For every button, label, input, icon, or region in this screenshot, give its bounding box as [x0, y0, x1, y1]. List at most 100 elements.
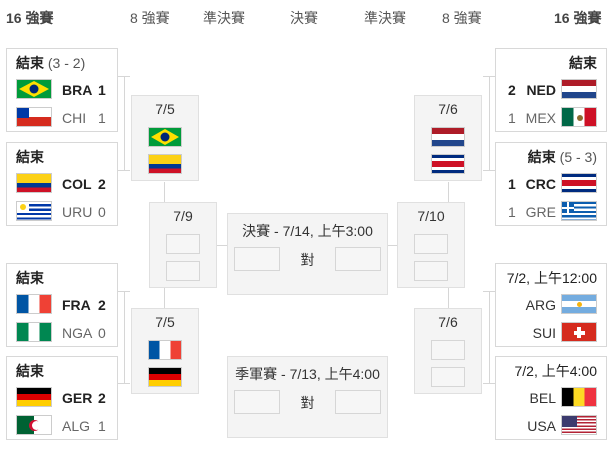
match-status: 結束 [16, 363, 44, 379]
versus-label: 對 [300, 395, 315, 411]
connector-line [448, 182, 449, 202]
team-score: 1 [98, 82, 106, 98]
empty-team-slot [234, 390, 280, 414]
usa-flag-icon [561, 415, 597, 435]
team-code: FRA [62, 297, 91, 313]
team-score: 2 [98, 390, 106, 406]
connector-line [124, 291, 125, 384]
match-datetime: 7/2, 上午4:00 [514, 363, 598, 379]
quarterfinal-card-right-bottom[interactable]: 7/6 [414, 308, 482, 394]
mexico-flag-icon [561, 107, 597, 127]
semifinal-card-right[interactable]: 7/10 [397, 202, 465, 288]
team-code: COL [62, 176, 92, 192]
match-status: 結束 [569, 55, 597, 71]
team-code: CHI [62, 110, 87, 126]
match-datetime: 7/2, 上午12:00 [506, 270, 597, 286]
match-card-crc-gre[interactable]: 結束 (5 - 3) 1 CRC 1 GRE [495, 142, 607, 226]
team-code: GRE [525, 204, 556, 220]
match-card-ned-mex[interactable]: 結束 2 NED 1 MEX [495, 48, 607, 132]
match-date: 7/6 [438, 314, 458, 330]
team-row: 1 GRE [496, 201, 606, 225]
brazil-flag-icon [148, 127, 182, 147]
quarterfinal-card-left-bottom[interactable]: 7/5 [131, 308, 199, 394]
team-row: GER 2 [7, 387, 117, 411]
match-date: 7/9 [173, 208, 193, 224]
header-semifinal-left: 準決賽 [203, 10, 245, 26]
quarterfinal-card-right-top[interactable]: 7/6 [414, 95, 482, 181]
match-card-col-uru[interactable]: 結束 COL 2 URU 0 [6, 142, 118, 226]
team-score: 2 [98, 176, 106, 192]
team-row: 1 CRC [496, 173, 606, 197]
header-quarterfinal-right: 8 強賽 [442, 10, 482, 26]
match-card-bra-chi[interactable]: 結束 (3 - 2) BRA 1 CHI 1 [6, 48, 118, 132]
team-code: BRA [62, 82, 93, 98]
versus-label: 對 [300, 252, 315, 268]
final-card[interactable]: 決賽 - 7/14, 上午3:00 對 [227, 213, 388, 295]
team-score: 1 [508, 204, 516, 220]
quarterfinal-card-left-top[interactable]: 7/5 [131, 95, 199, 181]
team-score: 1 [98, 110, 106, 126]
header-round-of-16-left: 16 強賽 [6, 10, 54, 26]
connector-line [164, 182, 165, 202]
match-status: 結束 [16, 149, 44, 165]
match-card-bel-usa[interactable]: 7/2, 上午4:00 BEL USA [495, 356, 607, 440]
team-row: CHI 1 [7, 107, 117, 131]
match-card-ger-alg[interactable]: 結束 GER 2 ALG 1 [6, 356, 118, 440]
team-code: CRC [525, 176, 556, 192]
final-title: 決賽 - 7/14, 上午3:00 [242, 223, 373, 239]
team-row: BEL [496, 387, 606, 411]
empty-team-slot [166, 261, 200, 281]
colombia-flag-icon [148, 154, 182, 174]
empty-team-slot [414, 261, 448, 281]
match-status: 結束 (3 - 2) [16, 55, 86, 71]
semifinal-card-left[interactable]: 7/9 [149, 202, 217, 288]
team-score: 1 [508, 110, 516, 126]
third-place-title: 季軍賽 - 7/13, 上午4:00 [235, 366, 380, 382]
team-code: USA [527, 418, 556, 434]
costa-rica-flag-icon [431, 154, 465, 174]
empty-team-slot [431, 367, 465, 387]
connector-line [489, 291, 490, 384]
switzerland-flag-icon [561, 322, 597, 342]
third-place-card[interactable]: 季軍賽 - 7/13, 上午4:00 對 [227, 356, 388, 438]
argentina-flag-icon [561, 294, 597, 314]
match-date: 7/5 [155, 101, 175, 117]
match-date: 7/10 [417, 208, 445, 224]
team-code: BEL [529, 390, 556, 406]
team-row: ALG 1 [7, 415, 117, 439]
connector-line [216, 245, 227, 246]
team-row: URU 0 [7, 201, 117, 225]
france-flag-icon [148, 340, 182, 360]
match-status: 結束 (5 - 3) [527, 149, 597, 165]
team-code: ARG [525, 297, 556, 313]
team-row: COL 2 [7, 173, 117, 197]
costa-rica-flag-icon [561, 173, 597, 193]
connector-line [388, 245, 399, 246]
match-date: 7/6 [438, 101, 458, 117]
team-code: SUI [532, 325, 556, 341]
team-row: FRA 2 [7, 294, 117, 318]
match-status: 結束 [16, 270, 44, 286]
belgium-flag-icon [561, 387, 597, 407]
connector-line [124, 76, 125, 171]
team-row: SUI [496, 322, 606, 346]
header-final: 決賽 [290, 10, 318, 26]
team-row: NGA 0 [7, 322, 117, 346]
team-code: URU [62, 204, 93, 220]
connector-line [448, 288, 449, 308]
team-row: ARG [496, 294, 606, 318]
team-code: NED [526, 82, 556, 98]
match-card-fra-nga[interactable]: 結束 FRA 2 NGA 0 [6, 263, 118, 347]
team-row: 2 NED [496, 79, 606, 103]
team-score: 0 [98, 204, 106, 220]
team-score: 2 [508, 82, 516, 98]
germany-flag-icon [148, 367, 182, 387]
team-score: 0 [98, 325, 106, 341]
team-row: 1 MEX [496, 107, 606, 131]
match-card-arg-sui[interactable]: 7/2, 上午12:00 ARG SUI [495, 263, 607, 347]
team-code: MEX [525, 110, 556, 126]
connector-line [164, 288, 165, 308]
team-score: 2 [98, 297, 106, 313]
connector-line [489, 76, 490, 171]
empty-team-slot [414, 234, 448, 254]
